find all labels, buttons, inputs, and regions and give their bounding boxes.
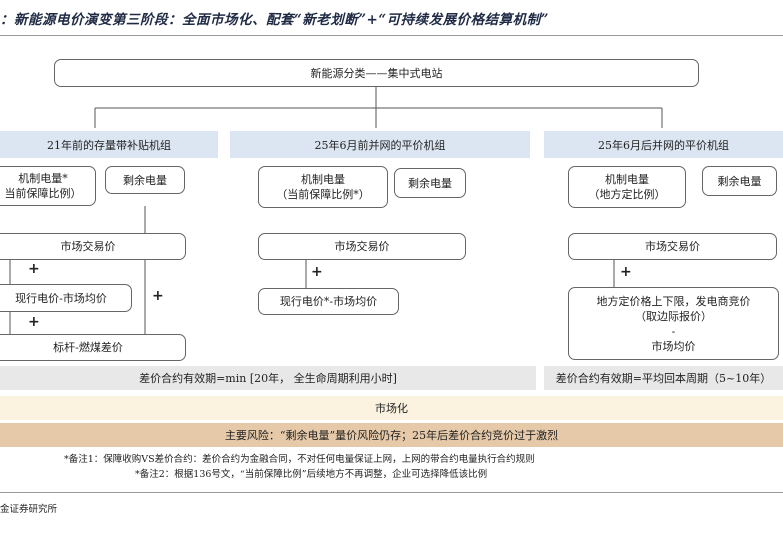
footer-divider <box>0 492 783 493</box>
source-label: 金证券研究所 <box>0 504 58 515</box>
col3-market-box: 市场交易价 <box>568 233 777 260</box>
page-title: ：新能源电价演变第三阶段：全面市场化、配套“新老划断”+“可持续发展价格结算机制… <box>0 12 549 28</box>
col1-plus-a: + <box>28 261 40 277</box>
col3-header: 25年6月后并网的平价机组 <box>544 131 783 158</box>
col2-header: 25年6月前并网的平价机组 <box>230 131 530 158</box>
col3-surplus-box: 剩余电量 <box>702 166 777 196</box>
col2-plus-a: + <box>311 264 323 280</box>
col3-mech-box: 机制电量 （地方定比例） <box>568 166 686 208</box>
note-1: *备注1：保障收购VS差价合约：差价合约为金融合同，不对任何电量保证上网，上网的… <box>64 454 535 465</box>
col1-benchmark-box: 标杆-燃煤差价 <box>0 334 186 361</box>
col2-surplus-box: 剩余电量 <box>394 168 466 198</box>
col1-diff-box: 现行电价-市场均价 <box>0 284 132 312</box>
marketization-band: 市场化 <box>0 396 783 420</box>
col1-plus-side: + <box>152 288 164 304</box>
col2-market-box: 市场交易价 <box>258 233 466 260</box>
col1-validity-band: 差价合约有效期=min [20年， 全生命周期利用小时] <box>0 366 536 390</box>
col2-mech-box: 机制电量 （当前保障比例*） <box>258 166 388 208</box>
col1-mech-box: 机制电量* 当前保障比例） <box>0 166 96 206</box>
col3-detail-box: 地方定价格上下限，发电商竞价 （取边际报价） - 市场均价 <box>568 287 779 360</box>
risk-band: 主要风险：“剩余电量”量价风险仍存；25年后差价合约竞价过于激烈 <box>0 423 783 447</box>
col1-market-box: 市场交易价 <box>0 233 186 260</box>
note-2: *备注2：根据136号文，“当前保障比例”后续地方不再调整，企业可选择降低该比例 <box>135 469 488 480</box>
col3-validity-band: 差价合约有效期=平均回本周期（5~10年） <box>544 366 783 390</box>
col2-diff-box: 现行电价*-市场均价 <box>258 288 399 315</box>
col3-plus-a: + <box>620 264 632 280</box>
root-node: 新能源分类——集中式电站 <box>54 59 699 87</box>
col1-surplus-box: 剩余电量 <box>105 166 185 194</box>
col1-header: 21年前的存量带补贴机组 <box>0 131 218 158</box>
title-divider <box>0 35 783 36</box>
col1-plus-b: + <box>28 314 40 330</box>
